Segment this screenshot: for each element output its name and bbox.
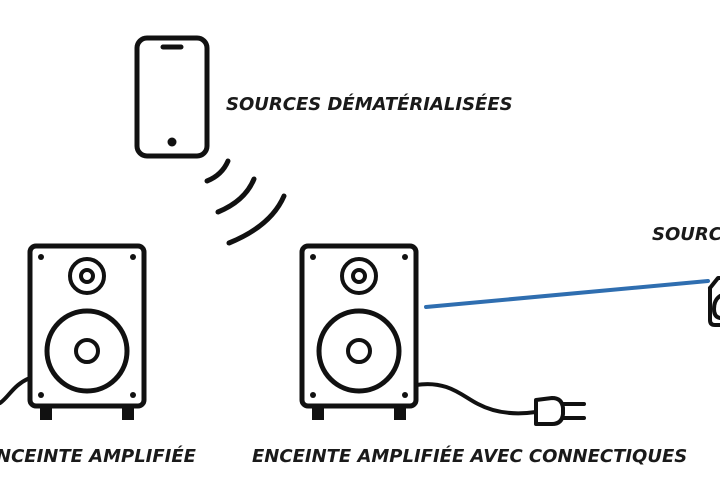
speaker-icon bbox=[27, 243, 147, 420]
connection-line bbox=[424, 279, 710, 309]
label-source-cut: SOURC bbox=[652, 224, 720, 245]
wireless-waves-icon bbox=[204, 158, 287, 246]
label-enceinte-amplifiee-connectiques: ENCEINTE AMPLIFIÉE AVEC CONNECTIQUES bbox=[252, 445, 687, 467]
source-device-icon bbox=[708, 276, 720, 327]
label-sources-dematerialisees: SOURCES DÉMATÉRIALISÉES bbox=[226, 93, 513, 115]
power-cord bbox=[0, 376, 32, 405]
power-plug-icon bbox=[534, 396, 586, 426]
speaker-icon bbox=[299, 243, 419, 420]
smartphone-icon bbox=[134, 35, 210, 159]
label-enceinte-amplifiee: NCEINTE AMPLIFIÉE bbox=[0, 445, 197, 467]
power-cord bbox=[414, 382, 538, 416]
